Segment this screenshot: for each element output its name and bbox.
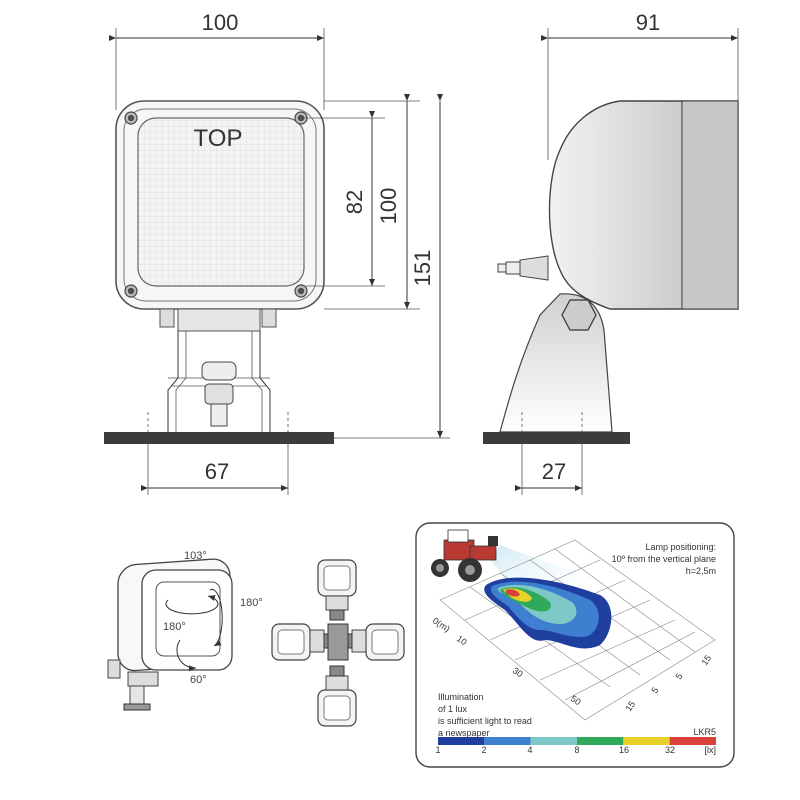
- lamp-position-bottom: [317, 665, 357, 727]
- side-base-plate: [483, 432, 630, 444]
- lateral-tick-1: 15: [699, 653, 713, 667]
- rotation-diagram: 103° 180° 180° 60°: [107, 550, 263, 711]
- side-depth-label: 91: [636, 10, 660, 35]
- lamp-lens: [137, 117, 305, 287]
- model-label: LKR5: [693, 727, 716, 737]
- angle-center-label: 180°: [163, 621, 186, 633]
- scale-unit: [lx]: [704, 745, 716, 755]
- side-view: 91 27: [483, 10, 739, 495]
- positioning-height: h=2,5m: [686, 566, 716, 576]
- note-line-2: of 1 lux: [438, 704, 468, 714]
- positioning-angle: 10º from the vertical plane: [612, 554, 716, 564]
- distance-tick-10: 10: [455, 633, 469, 647]
- front-view: 100 TOP 67: [104, 10, 450, 495]
- scale-label-16: 16: [619, 745, 629, 755]
- distance-tick-30: 30: [511, 665, 525, 679]
- angle-right-label: 180°: [240, 597, 263, 609]
- lateral-tick-4: 15: [623, 699, 637, 713]
- lens-height-label: 82: [342, 190, 367, 214]
- housing-height-label: 100: [376, 188, 401, 225]
- positioning-title: Lamp positioning:: [645, 542, 716, 552]
- lamp-position-right: [343, 623, 405, 661]
- note-line-3: is sufficient light to read: [438, 716, 532, 726]
- angle-bottom-label: 60°: [190, 674, 207, 686]
- isolux-contours: [484, 577, 612, 649]
- scale-segment: [577, 737, 624, 745]
- angle-top-label: 103°: [184, 550, 207, 562]
- scale-label-4: 4: [527, 745, 532, 755]
- top-marking: TOP: [194, 125, 243, 152]
- mounting-positions: [271, 559, 405, 727]
- note-line-1: Illumination: [438, 692, 484, 702]
- front-base-plate: [104, 432, 334, 444]
- scale-segment: [530, 737, 577, 745]
- note-line-4: a newspaper: [438, 728, 490, 738]
- scale-label-32: 32: [665, 745, 675, 755]
- scale-segment: [438, 737, 485, 745]
- housing-screws: [124, 111, 308, 298]
- base-offset-label: 27: [542, 459, 566, 484]
- scale-segment: [484, 737, 531, 745]
- lateral-tick-2: 5: [673, 671, 684, 681]
- base-width-label: 67: [205, 459, 229, 484]
- illumination-panel: Lamp positioning: 10º from the vertical …: [415, 522, 735, 768]
- distance-tick-50: 50: [569, 693, 583, 707]
- lamp-position-left: [271, 623, 333, 661]
- scale-label-1: 1: [435, 745, 440, 755]
- lateral-tick-3: 5: [649, 685, 660, 695]
- front-width-label: 100: [202, 10, 239, 35]
- scale-label-8: 8: [574, 745, 579, 755]
- tractor-icon: [431, 529, 498, 582]
- scale-segment: [669, 737, 716, 745]
- lamp-position-top: [317, 559, 357, 621]
- scale-label-2: 2: [481, 745, 486, 755]
- total-height-label: 151: [410, 250, 435, 287]
- lux-scale-bar: [438, 737, 716, 745]
- scale-segment: [623, 737, 670, 745]
